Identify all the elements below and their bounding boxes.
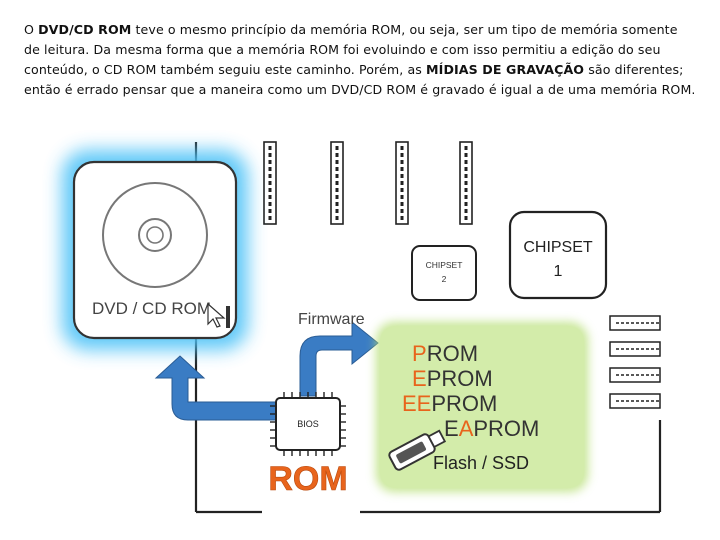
firmware-label: Firmware bbox=[298, 311, 365, 328]
side-connector bbox=[609, 367, 661, 383]
disc-icon bbox=[102, 182, 208, 288]
memory-type-eaprom: EAPROM bbox=[444, 416, 539, 441]
memory-type-prom: PROM bbox=[412, 341, 478, 366]
memory-slots bbox=[263, 141, 473, 225]
dvd-drive: DVD / CD ROM bbox=[62, 150, 248, 350]
memory-slot bbox=[395, 141, 409, 225]
memory-types-panel: PROM EPROM EEPROM EAPROM Flash / SSD bbox=[376, 322, 588, 492]
memory-slot bbox=[330, 141, 344, 225]
bios-chip: BIOS bbox=[270, 392, 346, 456]
memory-type-eprom: EPROM bbox=[412, 366, 493, 391]
usb-stick-icon bbox=[388, 429, 447, 471]
rom-label: ROM bbox=[268, 460, 347, 498]
intro-text-3: são diferentes; então é errado pensar qu… bbox=[24, 62, 696, 97]
chipset-2-name: CHIPSET bbox=[426, 260, 463, 270]
arrow-to-dvd bbox=[154, 355, 289, 421]
flash-ssd-label: Flash / SSD bbox=[433, 453, 529, 473]
chipset-2-number: 2 bbox=[442, 274, 447, 284]
intro-bold-midias: MÍDIAS DE GRAVAÇÃO bbox=[426, 62, 585, 77]
bios-label: BIOS bbox=[297, 419, 319, 429]
arrow-to-firmware bbox=[299, 320, 379, 397]
intro-bold-dvd: DVD/CD ROM bbox=[38, 22, 132, 37]
chipset-1-number: 1 bbox=[554, 263, 563, 280]
memory-slot bbox=[263, 141, 277, 225]
intro-text-1: O bbox=[24, 22, 39, 37]
chipset-2: CHIPSET 2 bbox=[411, 245, 477, 301]
side-connector bbox=[609, 315, 661, 331]
memory-slot bbox=[459, 141, 473, 225]
side-connectors bbox=[609, 315, 661, 409]
chipset-1: CHIPSET 1 bbox=[508, 210, 608, 300]
side-connector bbox=[609, 393, 661, 409]
side-connector bbox=[609, 341, 661, 357]
intro-text-2: teve o mesmo princípio da memória ROM, o… bbox=[24, 22, 678, 77]
memory-type-eeprom: EEPROM bbox=[402, 391, 497, 416]
chipset-1-name: CHIPSET bbox=[523, 239, 593, 256]
dvd-label: DVD / CD ROM bbox=[92, 299, 211, 318]
cursor-icon bbox=[207, 302, 230, 328]
intro-paragraph: O DVD/CD ROM teve o mesmo princípio da m… bbox=[24, 20, 696, 100]
